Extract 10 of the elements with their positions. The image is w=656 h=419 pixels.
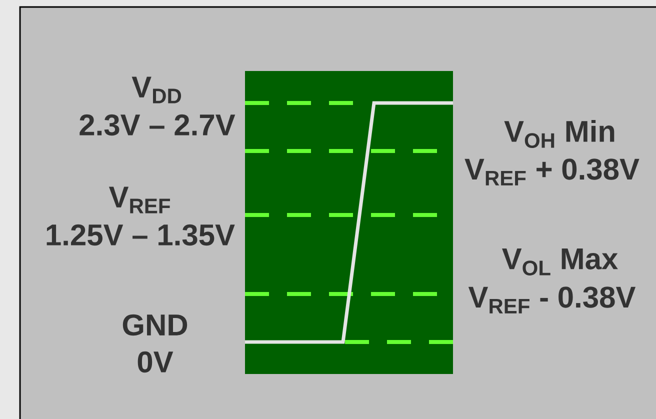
voltage-label: V$_{OH}$ Min	[504, 120, 614, 148]
voltage-label: 0V	[138, 351, 174, 373]
voltage-label: V$_{REF}$	[108, 186, 170, 214]
voltage-label: V$_{REF}$ - 0.38V	[468, 286, 636, 314]
voltage-label: GND	[122, 314, 188, 336]
voltage-label: 1.25V – 1.35V	[46, 224, 235, 246]
voltage-label: 2.3V – 2.7V	[80, 114, 236, 136]
voltage-label: V$_{DD}$	[132, 76, 182, 104]
voltage-label: V$_{OL}$ Max	[502, 248, 618, 276]
voltage-label: V$_{REF}$ + 0.38V	[464, 158, 640, 186]
